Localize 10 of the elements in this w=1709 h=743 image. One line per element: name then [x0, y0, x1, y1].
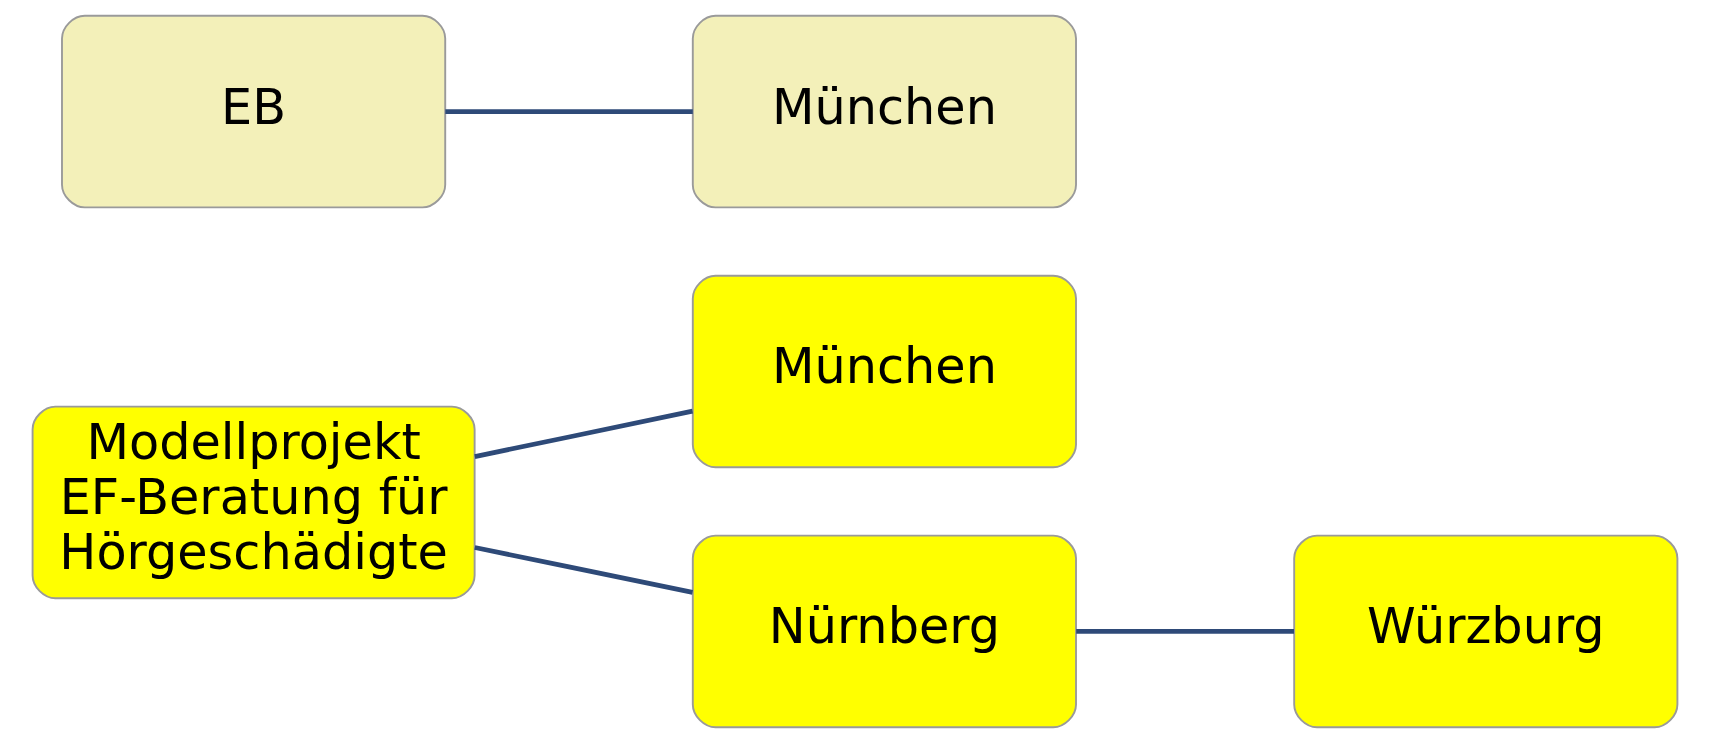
connector — [444, 109, 693, 114]
node-box: Würzburg — [1292, 534, 1678, 729]
node-box: München — [691, 274, 1077, 469]
connector — [473, 545, 693, 595]
node-box: München — [691, 14, 1077, 209]
connector — [473, 408, 693, 459]
node-box: Nürnberg — [691, 534, 1077, 729]
node-box: EB — [60, 14, 446, 209]
connector — [1075, 629, 1294, 634]
node-box: Modellprojekt EF-Beratung für Hörgeschädigte — [31, 405, 476, 600]
